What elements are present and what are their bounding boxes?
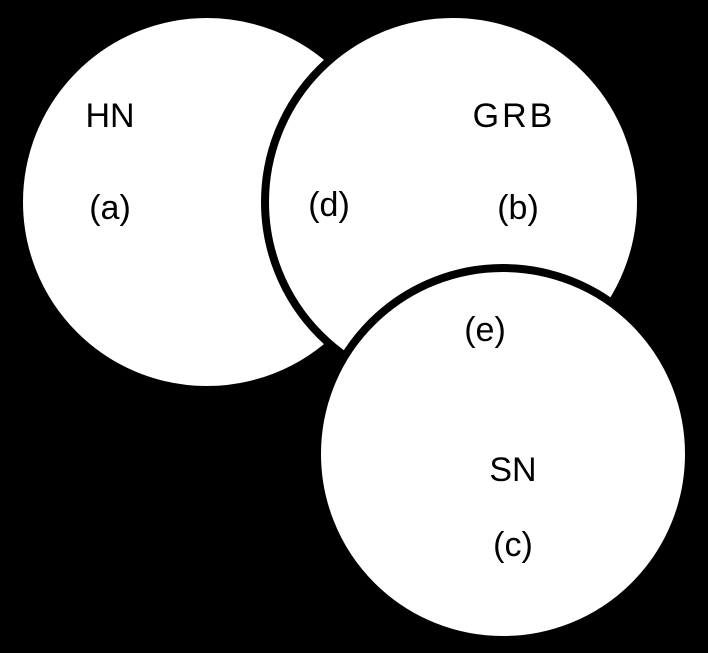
circle-sn xyxy=(313,264,693,644)
